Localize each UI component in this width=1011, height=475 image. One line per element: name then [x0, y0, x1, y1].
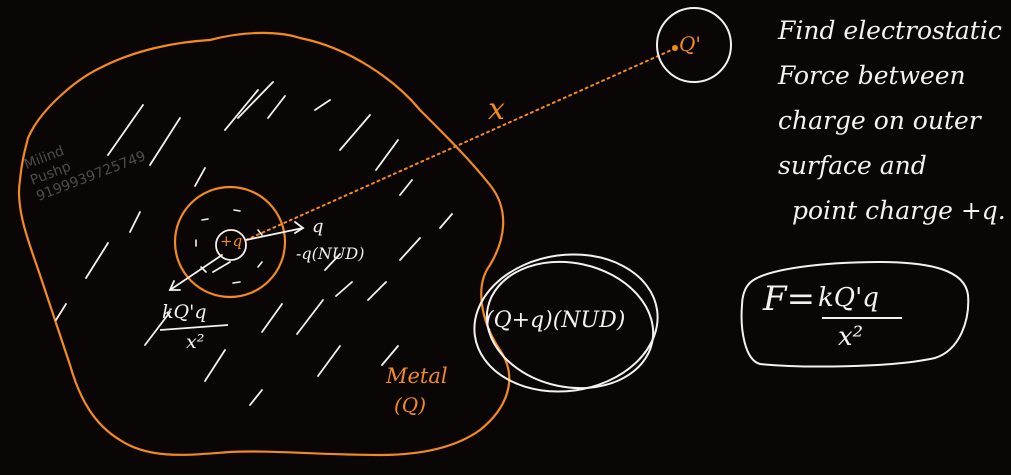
question-line: surface and — [778, 151, 927, 180]
question-line: Find electrostatic — [778, 16, 1002, 45]
outer-charge-ellipse-1 — [473, 253, 659, 393]
induced-inner-label: -q(NUD) — [296, 244, 365, 263]
distance-label: x — [488, 92, 505, 127]
answer-numerator: kQ'q — [818, 283, 879, 313]
force-denominator: x² — [186, 331, 205, 353]
force-fraction-bar — [159, 324, 229, 331]
answer-denominator: x² — [838, 322, 864, 352]
metal-charge-label: (Q) — [394, 393, 427, 417]
question-line: Force between — [778, 61, 966, 90]
distance-line — [245, 47, 677, 241]
hatch-lines — [55, 81, 453, 406]
outer-surface-charge-label: (Q+q)(NUD) — [485, 308, 626, 333]
external-charge-label: Q' — [679, 32, 701, 56]
external-charge-circle — [656, 7, 732, 83]
external-charge-dot — [672, 45, 678, 51]
induced-negative-marks — [195, 209, 263, 284]
answer-lhs: F= — [763, 279, 816, 319]
answer-box — [740, 260, 970, 368]
force-arrow-right — [245, 221, 305, 241]
question-text: Find electrostatic Force between charge … — [778, 8, 1006, 233]
question-line: charge on outer — [778, 106, 981, 135]
force-arrow-left — [168, 254, 223, 291]
inner-charge-side-label: q — [312, 216, 324, 237]
outer-charge-ellipse-2 — [485, 260, 655, 390]
question-line: point charge +q. — [792, 196, 1006, 225]
inner-charge-label: +q — [220, 232, 243, 250]
cavity-circle — [173, 185, 287, 299]
force-numerator: kQ'q — [162, 301, 207, 323]
metal-body-outline — [18, 31, 511, 457]
inner-charge-circle — [215, 229, 247, 261]
metal-label: Metal — [386, 364, 448, 388]
